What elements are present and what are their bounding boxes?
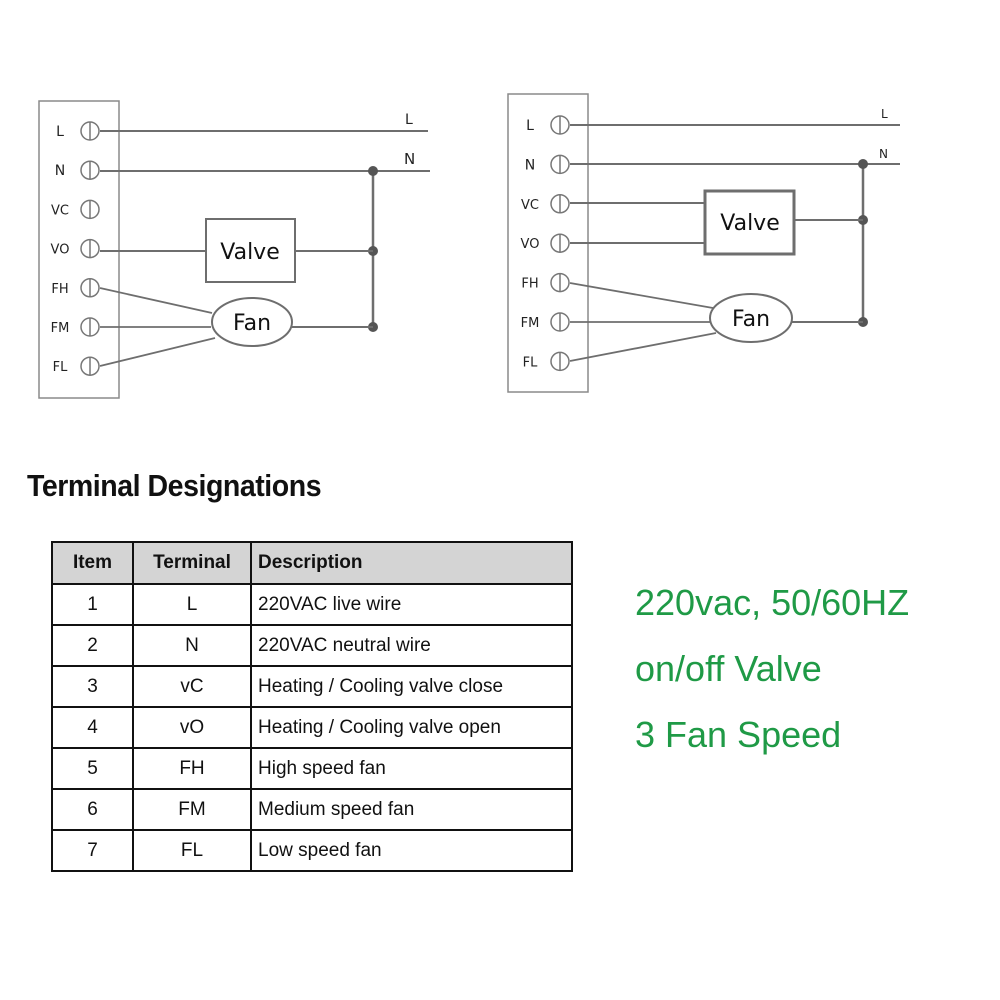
fan-wire-fl [569, 332, 717, 362]
header-item: Item [51, 541, 134, 585]
supply-label-live: L [405, 112, 413, 128]
cell-item: 3 [51, 665, 134, 708]
terminal-label: FM [521, 316, 540, 331]
terminal-label: VO [521, 237, 540, 252]
valve-box [703, 189, 796, 256]
cell-terminal: L [132, 583, 252, 626]
cell-item: 6 [51, 788, 134, 831]
terminal-l: L [56, 121, 100, 141]
terminal-vc: VC [521, 194, 570, 214]
cell-description: 220VAC live wire [250, 583, 573, 626]
supply-label-neutral: N [879, 147, 888, 161]
cell-terminal: vC [132, 665, 252, 708]
fan-wire-fh [569, 282, 714, 309]
valve-label: Valve [720, 211, 780, 236]
cell-item: 7 [51, 829, 134, 872]
cell-terminal: FM [132, 788, 252, 831]
terminal-fh: FH [521, 272, 570, 293]
supply-label-neutral: N [404, 150, 415, 168]
cell-description: Heating / Cooling valve open [250, 706, 573, 749]
terminal-label: N [525, 157, 535, 173]
terminal-fm: FM [521, 312, 570, 332]
terminal-label: VO [51, 243, 70, 258]
wiring-diagram-right: L N VC VO FH FM FL L N Valve Fan [507, 93, 900, 393]
terminal-vc: VC [51, 199, 100, 220]
terminal-label: N [55, 163, 65, 179]
header-description: Description [250, 541, 573, 585]
junction-dot [858, 159, 868, 169]
valve-box [205, 218, 296, 283]
wiring-diagram-left: L N VC VO FH FM FL L N Valve Fan [38, 100, 430, 399]
junction-dot [368, 166, 378, 176]
terminal-label: VC [51, 203, 69, 218]
cell-terminal: FL [132, 829, 252, 872]
terminal-label: VC [521, 198, 539, 213]
terminal-label: FH [521, 277, 538, 292]
terminal-block [38, 100, 120, 399]
fan-wire-fh [99, 287, 213, 314]
cell-description: Medium speed fan [250, 788, 573, 831]
header-terminal: Terminal [132, 541, 252, 585]
cell-item: 1 [51, 583, 134, 626]
spec-voltage: 220vac, 50/60HZ [635, 582, 910, 623]
supply-label-live: L [881, 107, 888, 121]
terminal-n: N [55, 160, 100, 180]
cell-description: Heating / Cooling valve close [250, 665, 573, 708]
cell-description: Low speed fan [250, 829, 573, 872]
terminal-fm: FM [51, 317, 100, 337]
terminal-n: N [525, 154, 570, 175]
terminal-fh: FH [51, 278, 100, 298]
cell-item: 2 [51, 624, 134, 667]
cell-item: 4 [51, 706, 134, 749]
cell-terminal: FH [132, 747, 252, 790]
cell-description: High speed fan [250, 747, 573, 790]
terminal-label: L [526, 118, 534, 134]
terminal-vo: VO [521, 233, 570, 253]
terminal-label: FM [51, 321, 70, 336]
specs-block: 220vac, 50/60HZ on/off Valve 3 Fan Speed [635, 578, 909, 776]
terminal-label: FL [523, 355, 538, 370]
fan-ellipse [211, 297, 293, 347]
cell-description: 220VAC neutral wire [250, 624, 573, 667]
fan-label: Fan [732, 307, 770, 332]
terminal-label: L [56, 124, 64, 140]
spec-fan-speed: 3 Fan Speed [635, 714, 842, 755]
terminal-label: FL [53, 360, 68, 375]
fan-wire-fl [99, 337, 216, 367]
terminal-vo: VO [51, 238, 100, 259]
section-title: Terminal Designations [27, 468, 322, 503]
spec-valve: on/off Valve [635, 648, 822, 689]
cell-terminal: vO [132, 706, 252, 749]
terminal-fl: FL [53, 356, 100, 376]
table-header-row: Item Terminal Description [51, 541, 573, 585]
terminal-fl: FL [523, 351, 570, 372]
cell-item: 5 [51, 747, 134, 790]
fan-label: Fan [233, 311, 271, 336]
fan-ellipse [709, 293, 793, 343]
terminal-l: L [526, 115, 570, 135]
valve-label: Valve [220, 240, 280, 265]
terminal-label: FH [51, 282, 68, 297]
cell-terminal: N [132, 624, 252, 667]
